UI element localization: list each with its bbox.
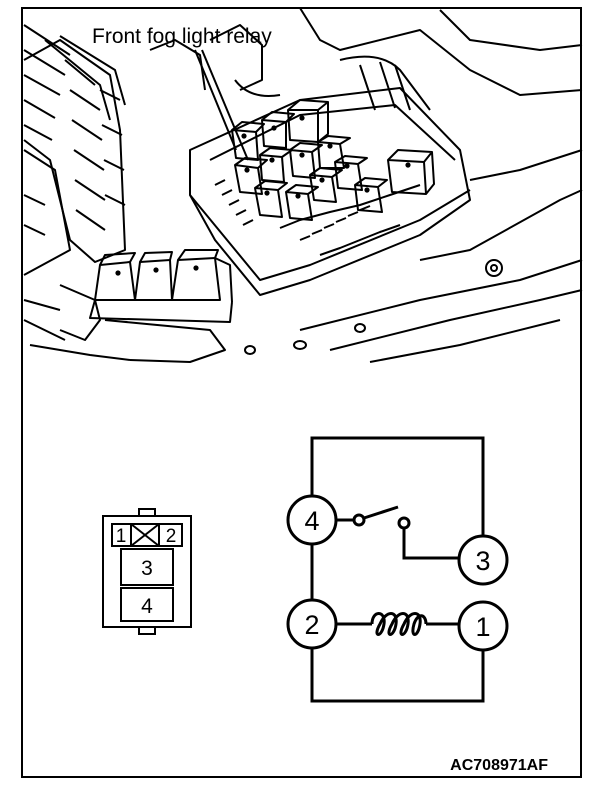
switch-contact-open: [397, 516, 411, 530]
terminal-2-circle: [286, 598, 338, 650]
connector-pin-3: 3: [141, 557, 153, 580]
terminal-3-circle: [457, 534, 509, 586]
terminal-4-circle: [286, 494, 338, 546]
box-relays: [231, 99, 435, 221]
pin-row-1-2: [111, 523, 183, 547]
left-frame-structure: [23, 24, 226, 363]
terminal-1-label: 1: [475, 612, 490, 642]
relay-connector-diagram: [102, 508, 192, 635]
right-body-structure: [209, 7, 583, 363]
pin-cell-4: [120, 587, 174, 622]
pin-cell-3: [120, 548, 174, 586]
relay-box: [189, 87, 471, 296]
switch-contact-fixed: [352, 513, 366, 527]
connector-pin-2: 2: [166, 526, 177, 547]
connector-top-latch: [138, 508, 156, 517]
relay-schematic: [286, 436, 509, 703]
relay-coil: [370, 612, 428, 636]
figure-frame: [21, 7, 582, 778]
figure-code: AC708971AF: [450, 757, 548, 774]
terminal-1-circle: [457, 600, 509, 652]
connector-pin-4: 4: [141, 595, 153, 618]
auxiliary-relay-block: [89, 249, 233, 323]
wire-bottom-loop: [310, 649, 485, 703]
fog-light-relay-label: Front fog light relay: [92, 25, 272, 48]
connector-pin-1: 1: [116, 526, 127, 547]
engine-bay-illustration: [23, 7, 583, 363]
wire-top-loop: [310, 436, 485, 537]
callout-leader-lines: [194, 49, 249, 161]
terminal-3-label: 3: [475, 546, 490, 576]
switch-blade: [363, 505, 399, 520]
terminal-4-label: 4: [304, 506, 319, 536]
connector-bottom-latch: [138, 626, 156, 635]
wire-switch-to-terminal3: [402, 528, 459, 560]
terminal-2-label: 2: [304, 610, 319, 640]
